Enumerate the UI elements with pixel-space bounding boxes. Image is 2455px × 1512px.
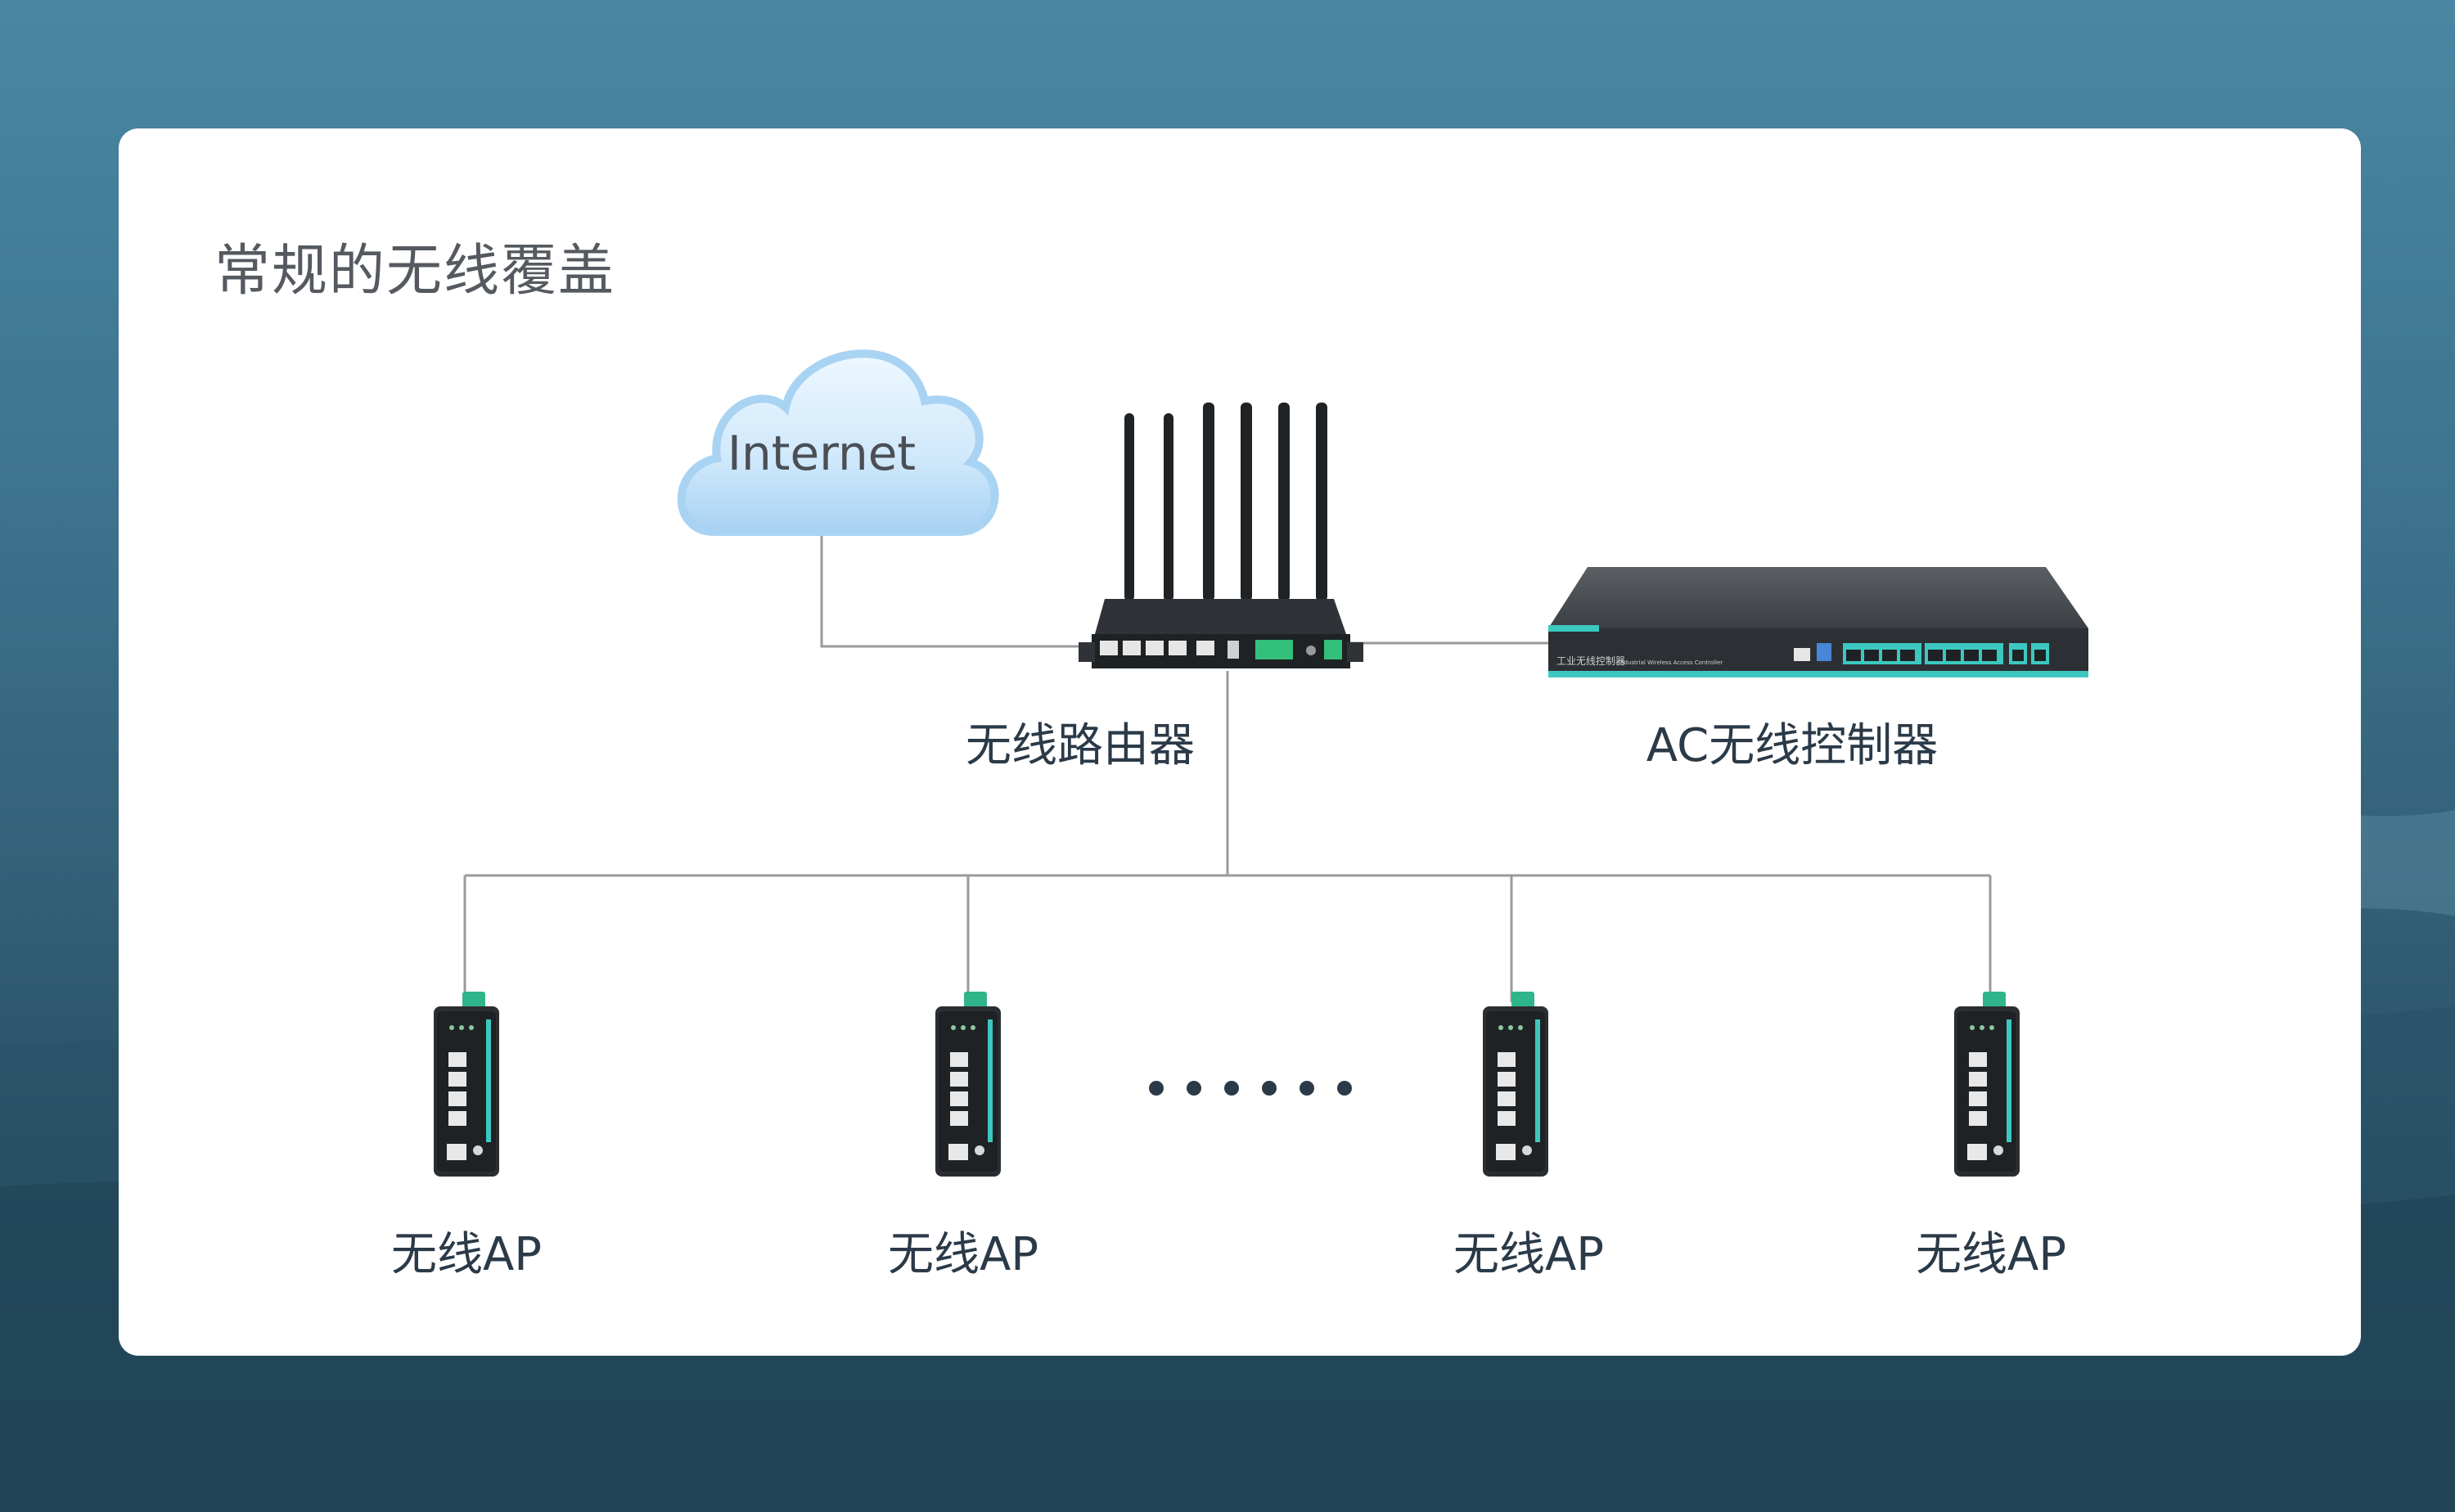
ac-controller-device-icon: 工业无线控制器 Industrial Wireless Access Contr…: [1548, 567, 2088, 677]
access-point-2-icon: [935, 992, 1001, 1177]
access-point-1-icon: [434, 992, 499, 1177]
diagram-title: 常规的无线覆盖: [214, 239, 616, 304]
access-point-label: 无线AP: [1915, 1228, 2067, 1281]
router-device-icon: [1079, 403, 1363, 668]
access-point-label: 无线AP: [1453, 1228, 1605, 1281]
access-point-4-icon: [1954, 992, 2020, 1177]
access-point-label: 无线AP: [887, 1228, 1039, 1281]
controller-label: AC无线控制器: [1646, 719, 1939, 772]
router-label: 无线路由器: [966, 719, 1195, 772]
ellipsis-dots: [1149, 1081, 1352, 1096]
internet-cloud-icon: Internet: [677, 349, 999, 536]
internet-label: Internet: [727, 425, 916, 481]
connection-lines: [463, 532, 1992, 1002]
access-point-label: 无线AP: [390, 1228, 543, 1281]
access-point-3-icon: [1483, 992, 1548, 1177]
ac-panel-text-cn: 工业无线控制器: [1556, 655, 1625, 667]
ac-panel-text-en: Industrial Wireless Access Controller: [1619, 659, 1723, 666]
